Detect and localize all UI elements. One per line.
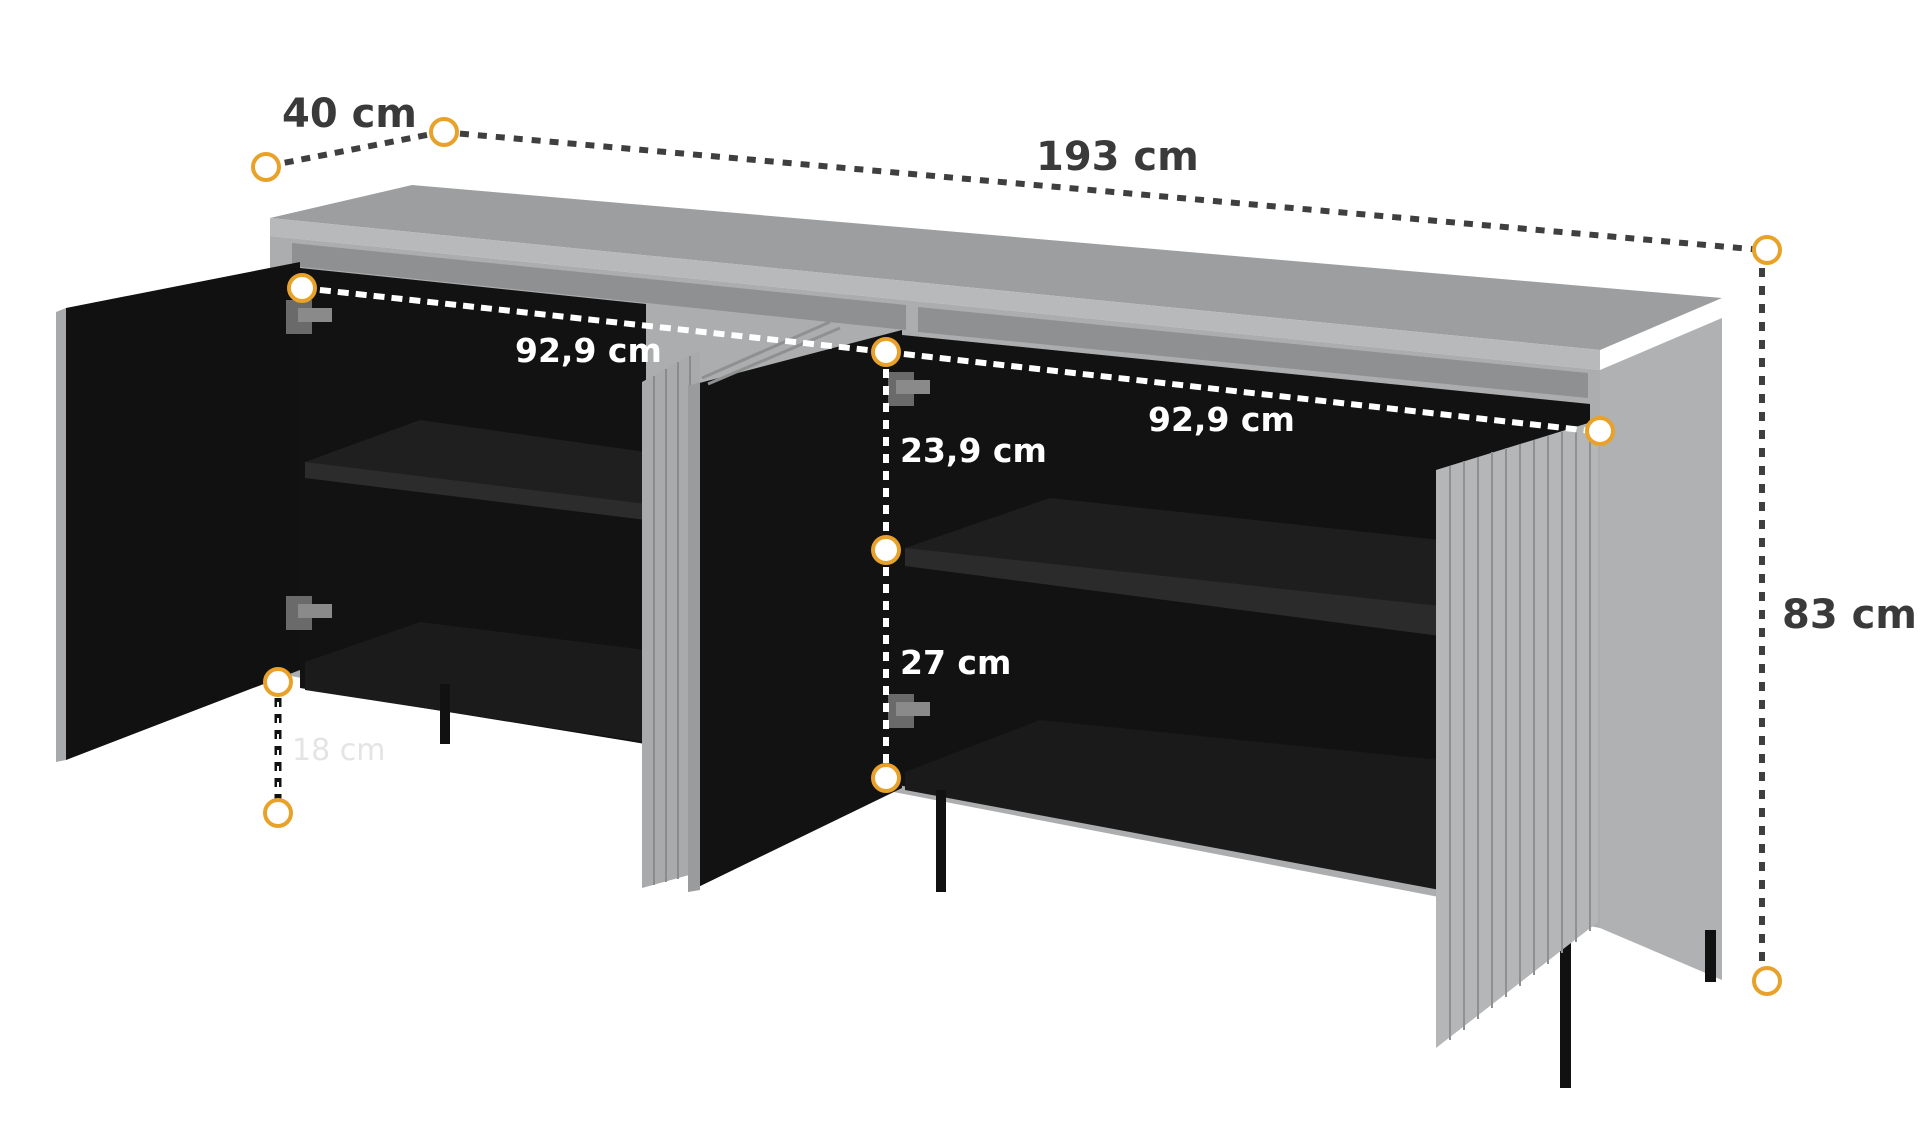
marker-leg-top bbox=[263, 667, 293, 697]
marker-inner-right-end bbox=[1585, 416, 1615, 446]
door-middle-left-edge bbox=[688, 382, 700, 892]
marker-bottom bbox=[871, 763, 901, 793]
right-shelf-edge bbox=[905, 548, 1440, 636]
leg-front-right bbox=[1560, 920, 1571, 1088]
marker-shelf bbox=[871, 535, 901, 565]
marker-width-right bbox=[1752, 235, 1782, 265]
dimension-labels: 40 cm 193 cm 83 cm 92,9 cm 92,9 cm 23,9 … bbox=[282, 91, 1917, 768]
leg-back-right bbox=[1705, 930, 1716, 982]
inner-width-right-label: 92,9 cm bbox=[1148, 400, 1295, 439]
marker-inner-left-start bbox=[287, 273, 317, 303]
width-dimension-line bbox=[441, 129, 1763, 253]
leg-height-label: 18 cm bbox=[292, 733, 385, 768]
sideboard bbox=[56, 185, 1722, 1088]
left-interior bbox=[300, 268, 646, 744]
hinge-icon bbox=[286, 596, 332, 630]
right-shelf bbox=[905, 498, 1440, 620]
inner-width-right-dimension-line bbox=[885, 349, 1601, 435]
door-left bbox=[66, 262, 300, 760]
door-left-edge bbox=[56, 308, 66, 762]
door-right-ribs bbox=[1449, 424, 1591, 1040]
marker-depth-back bbox=[429, 117, 459, 147]
door-middle-left-ribbed bbox=[642, 350, 700, 888]
door-middle-left bbox=[688, 330, 902, 892]
hinge-icon bbox=[286, 300, 332, 334]
leg-back-left bbox=[440, 684, 450, 744]
cabinet-top bbox=[270, 185, 1722, 350]
hinge-icon bbox=[888, 694, 930, 728]
depth-label: 40 cm bbox=[282, 91, 417, 137]
upper-compartment-height-label: 23,9 cm bbox=[900, 431, 1047, 470]
hinge-icon bbox=[888, 372, 930, 406]
top-rail-left bbox=[292, 243, 906, 330]
lower-compartment-height-label: 27 cm bbox=[900, 643, 1011, 682]
height-label: 83 cm bbox=[1782, 592, 1917, 638]
dimension-markers bbox=[251, 117, 1782, 996]
left-bottom-panel bbox=[305, 622, 646, 742]
marker-height-bottom bbox=[1752, 966, 1782, 996]
cabinet-side-panel bbox=[1600, 318, 1722, 980]
marker-leg-bottom bbox=[263, 798, 293, 828]
door-right-ribbed bbox=[1436, 420, 1598, 1048]
right-bottom-panel bbox=[905, 720, 1440, 890]
dimension-lines bbox=[267, 129, 1765, 980]
inner-width-left-dimension-line bbox=[301, 285, 887, 355]
top-rail-right bbox=[918, 307, 1588, 398]
leg-front-middle bbox=[936, 790, 946, 892]
width-label: 193 cm bbox=[1036, 134, 1199, 180]
door-top-ribs bbox=[701, 320, 841, 386]
left-shelf-edge bbox=[305, 462, 646, 520]
marker-depth-front bbox=[251, 152, 281, 182]
cabinet-top-front-edge bbox=[270, 218, 1600, 370]
marker-inner-middle bbox=[871, 337, 901, 367]
depth-dimension-line bbox=[267, 129, 443, 169]
inner-width-left-label: 92,9 cm bbox=[515, 331, 662, 370]
